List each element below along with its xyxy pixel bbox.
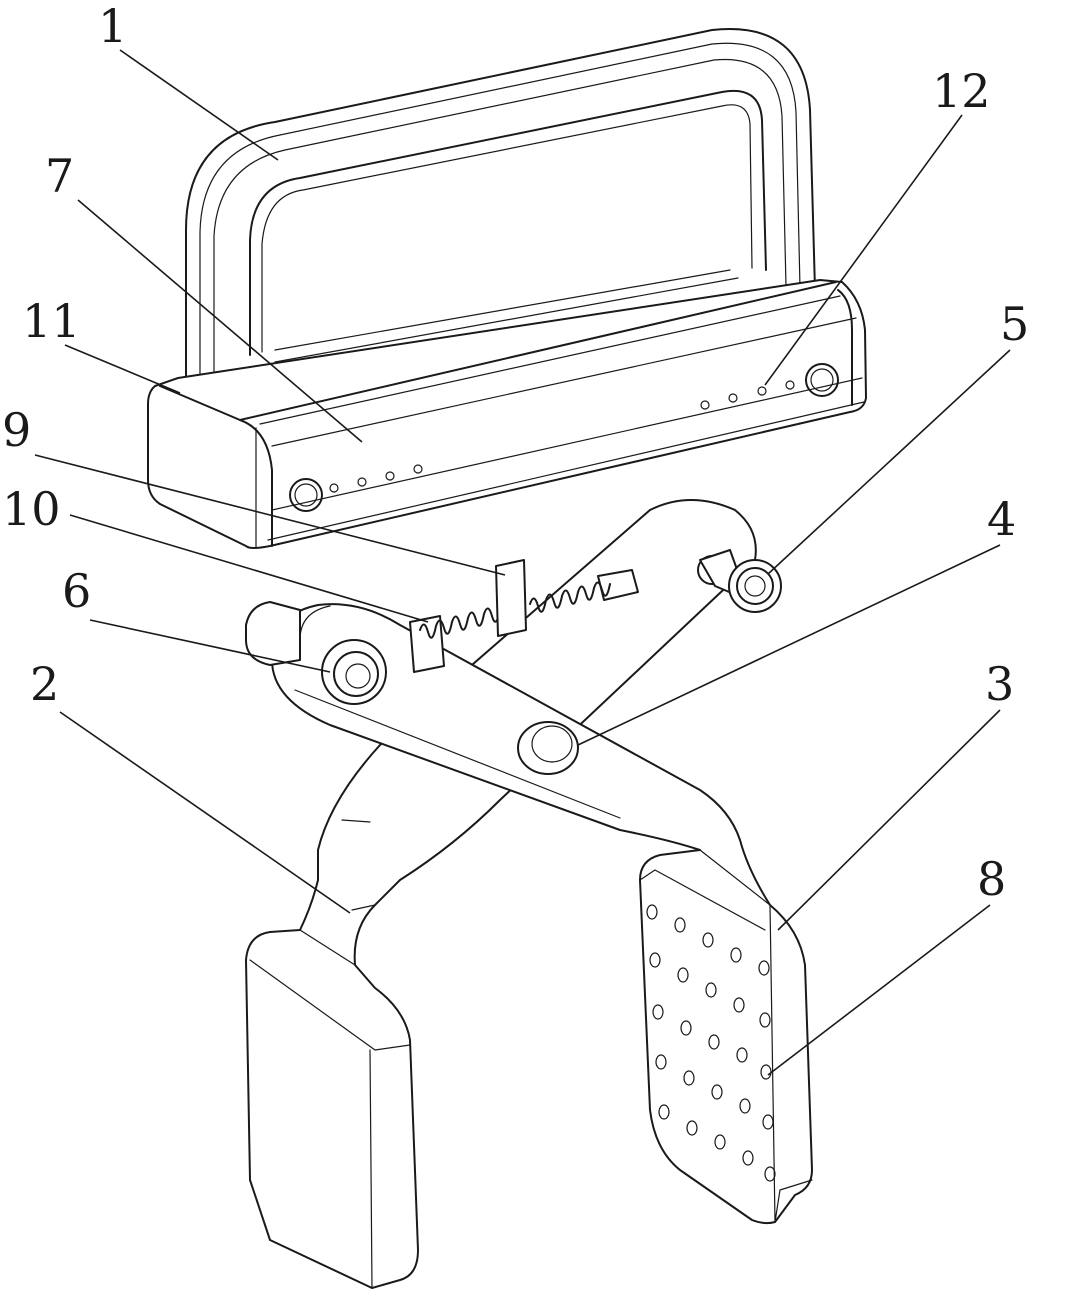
callout-10: 10 [2, 482, 61, 536]
callout-11: 11 [22, 294, 81, 348]
callout-9: 9 [2, 403, 31, 457]
callout-5: 5 [1000, 297, 1029, 351]
callout-4: 4 [987, 492, 1016, 546]
callout-3: 3 [985, 657, 1014, 711]
callout-8: 8 [977, 852, 1006, 906]
callout-2: 2 [30, 657, 59, 711]
callout-7: 7 [45, 149, 74, 203]
callout-1: 1 [98, 0, 127, 53]
callout-12: 12 [932, 64, 991, 118]
pivot-pin [518, 722, 578, 774]
stop-plate [496, 560, 526, 636]
callout-6: 6 [62, 564, 91, 618]
